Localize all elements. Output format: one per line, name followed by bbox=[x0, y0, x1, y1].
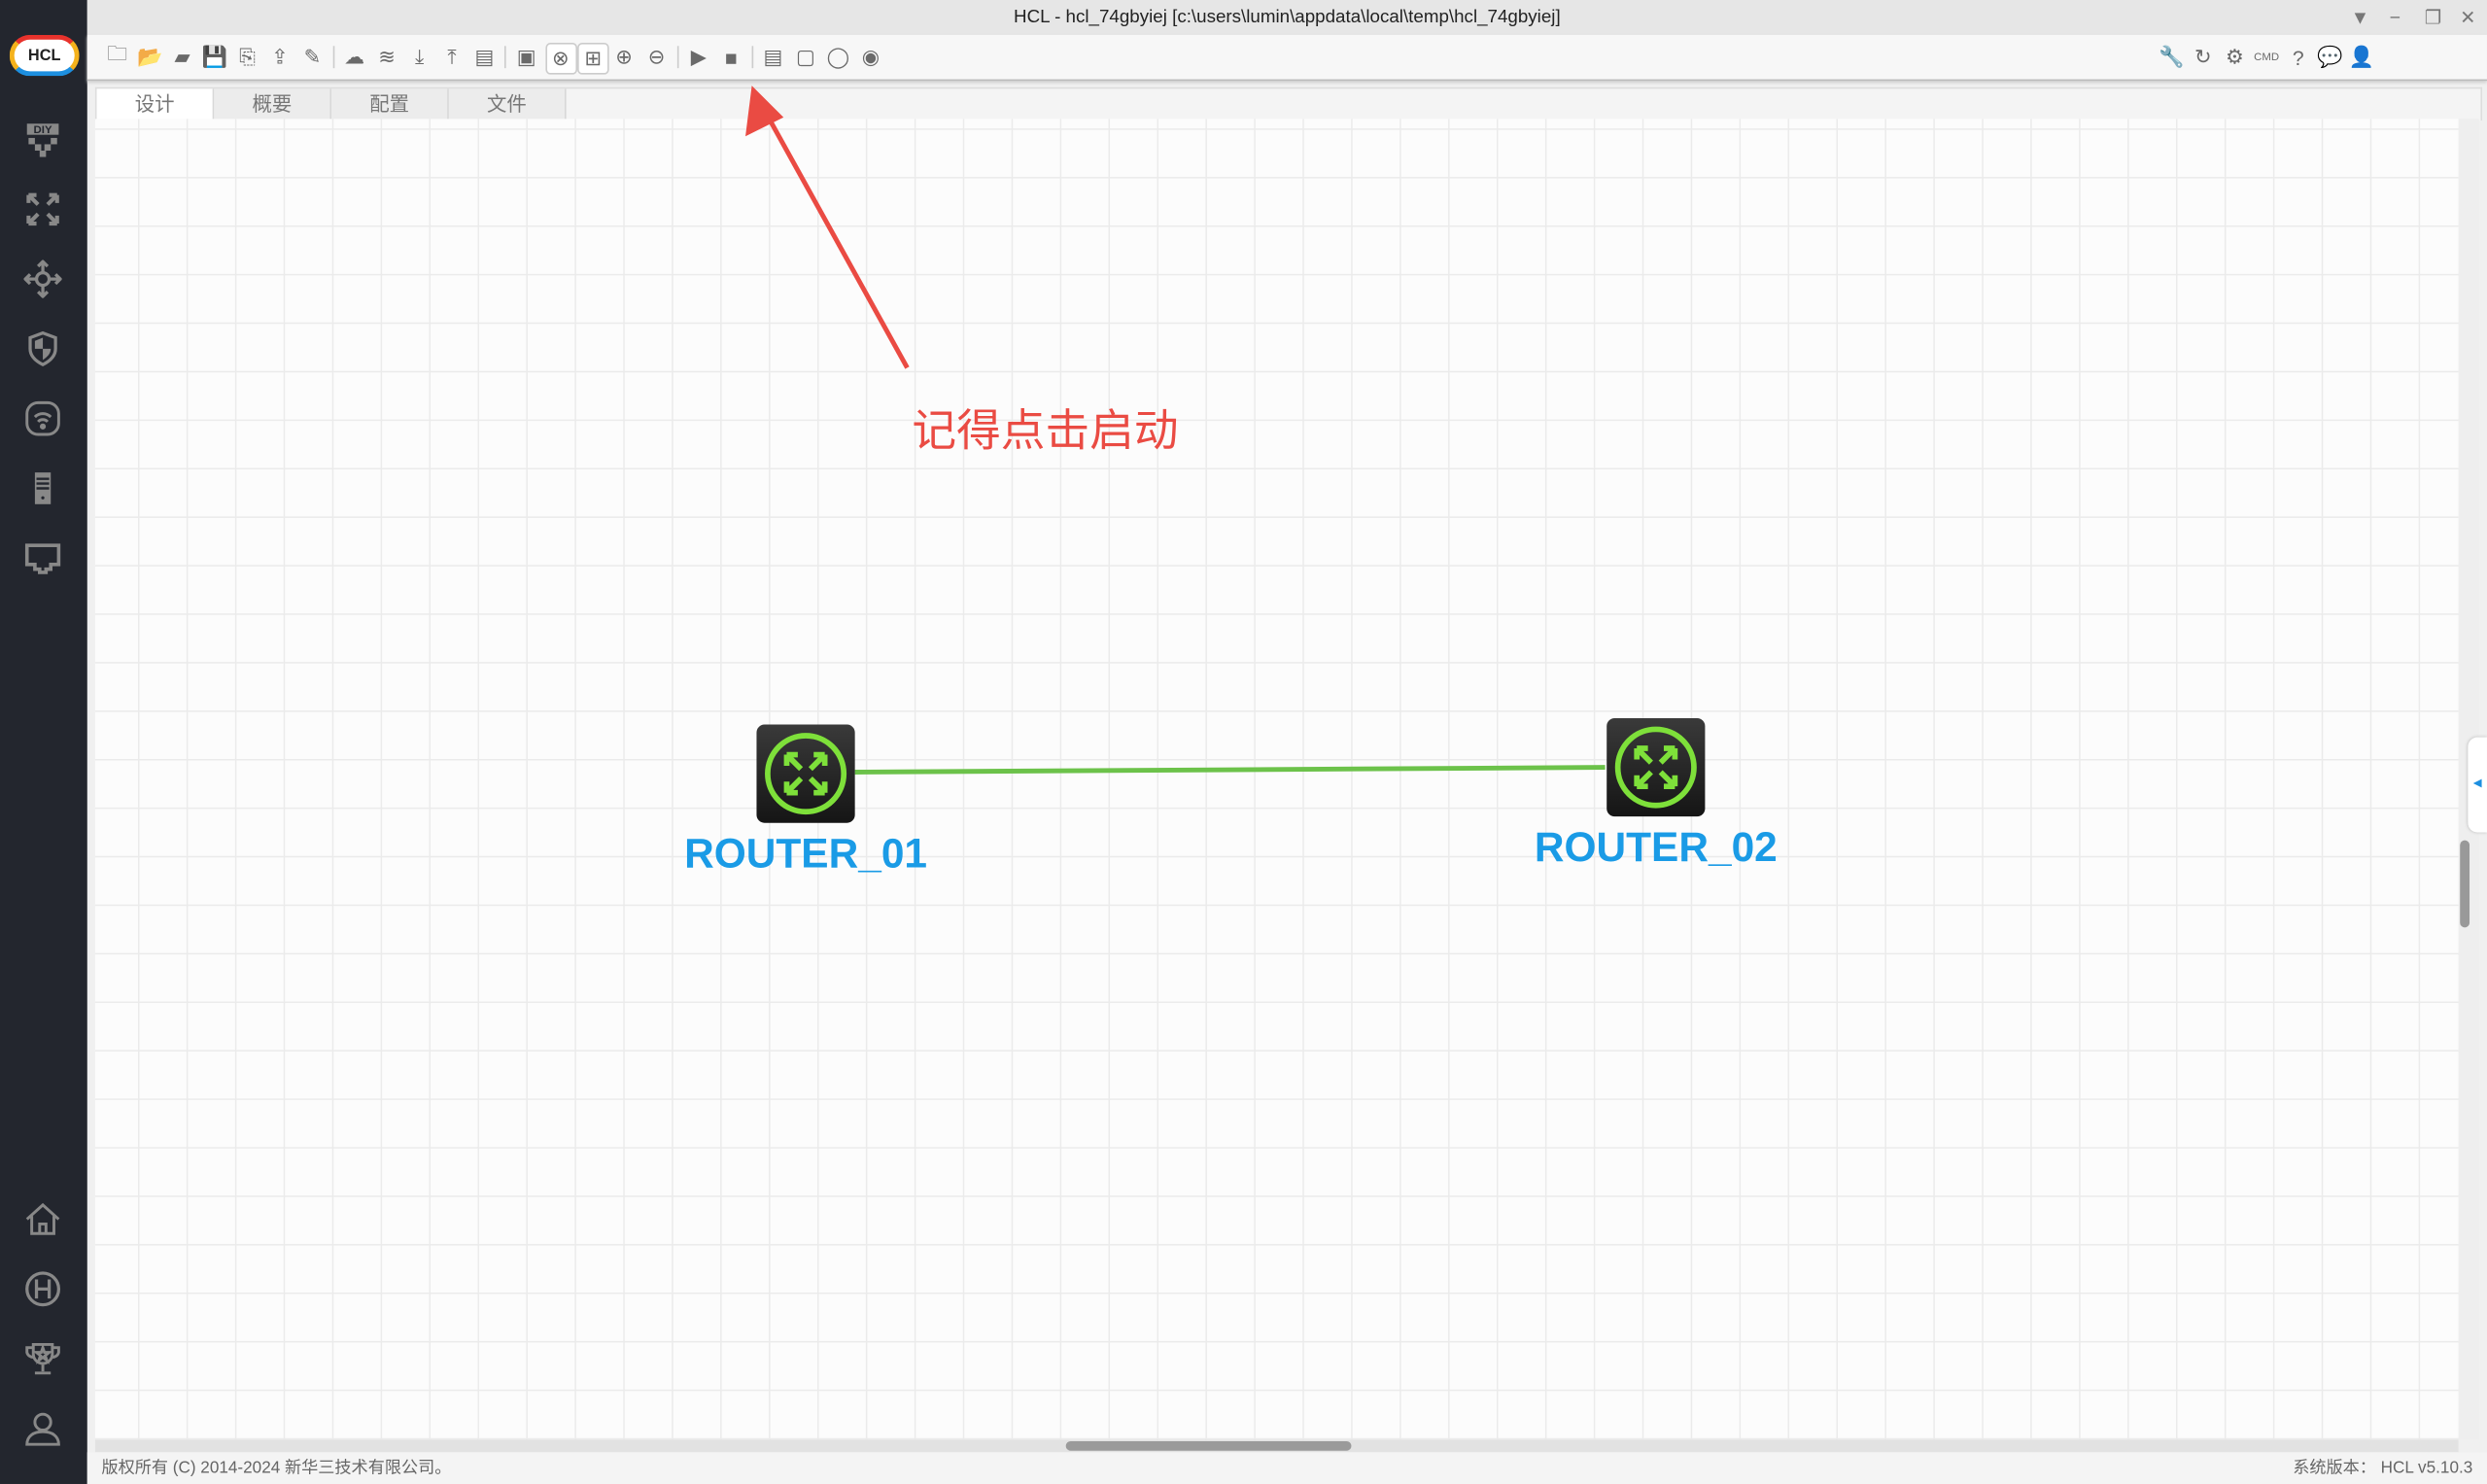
feedback-icon[interactable]: 👤 bbox=[2348, 44, 2375, 69]
open-project-icon[interactable]: 📂 bbox=[137, 44, 163, 69]
cloud-icon[interactable]: ☁ bbox=[344, 44, 365, 69]
title-bar: HCL - hcl_74gbyiej [c:\users\lumin\appda… bbox=[86, 0, 2487, 35]
zoom-out-icon[interactable]: ⊖ bbox=[647, 44, 666, 69]
server-category-icon[interactable] bbox=[20, 466, 65, 511]
save-icon[interactable]: 💾 bbox=[201, 44, 228, 69]
cmd-icon[interactable]: CMD bbox=[2254, 52, 2280, 63]
open-folder-icon[interactable]: ▰ bbox=[174, 44, 190, 69]
annotation-text: 记得点击启动 bbox=[912, 404, 1179, 457]
minimize-button[interactable]: − bbox=[2389, 6, 2401, 29]
firewall-category-icon[interactable] bbox=[20, 327, 65, 371]
status-bar: 版权所有 (C) 2014-2024 新华三技术有限公司。 系统版本： HCL … bbox=[86, 1452, 2487, 1484]
horizontal-scrollbar[interactable] bbox=[94, 1439, 2459, 1453]
h3c-icon[interactable] bbox=[20, 1266, 65, 1311]
hcl-logo: HCL bbox=[9, 34, 80, 77]
tab-files[interactable]: 文件 bbox=[448, 88, 567, 121]
layers-icon[interactable]: ≋ bbox=[378, 44, 397, 69]
toolbar-separator bbox=[676, 46, 678, 69]
toolbar-separator bbox=[503, 46, 506, 69]
tab-config[interactable]: 配置 bbox=[331, 88, 449, 121]
gear-icon[interactable]: ⚙ bbox=[2225, 44, 2244, 69]
sidebar: HCL DIY bbox=[0, 0, 87, 1484]
download-icon[interactable]: ⤓ bbox=[414, 44, 425, 69]
help-icon[interactable]: ? bbox=[2292, 45, 2304, 69]
start-icon[interactable]: ▶ bbox=[690, 44, 708, 69]
restore-button[interactable]: ❐ bbox=[2424, 6, 2442, 29]
device-view-icon[interactable]: ⊗ bbox=[544, 43, 577, 75]
user-icon[interactable] bbox=[20, 1406, 65, 1451]
toolbar-separator bbox=[750, 46, 753, 69]
svg-text:DIY: DIY bbox=[34, 124, 52, 136]
wireless-category-icon[interactable] bbox=[20, 397, 65, 441]
copyright-text: 版权所有 (C) 2014-2024 新华三技术有限公司。 bbox=[101, 1458, 452, 1478]
grid-view-icon[interactable]: ⊞ bbox=[577, 43, 609, 75]
vertical-scroll-thumb[interactable] bbox=[2460, 840, 2470, 928]
screenshot-icon[interactable]: ◉ bbox=[861, 44, 881, 69]
import-icon[interactable]: ⇪ bbox=[271, 44, 289, 69]
window-title: HCL - hcl_74gbyiej [c:\users\lumin\appda… bbox=[1014, 8, 1561, 27]
toolbar: 🗀 📂 ▰ 💾 ⎘ ⇪ ✎ ☁ ≋ ⤓ ⤒ ▤ ▣ ⊗⊞⊕ ⊖ ▶ ■ ▤ ▢ ◯ ◉ 👤💬? CMD ⚙ ↻ 🔧 bbox=[86, 34, 2487, 82]
wechat-icon[interactable]: 💬 bbox=[2317, 44, 2343, 69]
tab-overview[interactable]: 概要 bbox=[214, 88, 332, 121]
collapse-panel-toggle[interactable]: ◀ bbox=[2468, 737, 2487, 833]
zoom-in-icon[interactable]: ⊕ bbox=[615, 44, 634, 69]
add-ellipse-icon[interactable]: ◯ bbox=[826, 44, 850, 69]
home-icon[interactable] bbox=[20, 1197, 65, 1242]
log-icon[interactable]: ▤ bbox=[474, 44, 495, 69]
refresh-icon[interactable]: ↻ bbox=[2193, 44, 2212, 69]
trophy-icon[interactable] bbox=[20, 1336, 65, 1381]
upload-icon[interactable]: ⤒ bbox=[447, 44, 457, 69]
wrench-icon[interactable]: 🔧 bbox=[2158, 44, 2185, 69]
save-as-icon[interactable]: ⎘ bbox=[239, 44, 257, 69]
router-category-icon[interactable] bbox=[20, 188, 65, 232]
toolbar-separator bbox=[331, 46, 334, 69]
capture-icon[interactable]: ▣ bbox=[516, 44, 536, 69]
terminal-category-icon[interactable] bbox=[20, 535, 65, 580]
new-project-icon[interactable]: 🗀 bbox=[107, 41, 128, 65]
router-02-icon[interactable] bbox=[1606, 718, 1706, 817]
stop-icon[interactable]: ■ bbox=[724, 45, 738, 69]
switch-category-icon[interactable] bbox=[20, 257, 65, 301]
tab-design[interactable]: 设计 bbox=[96, 88, 215, 121]
tab-bar: 设计 概要 配置 文件 bbox=[94, 86, 2483, 121]
router-01-icon[interactable] bbox=[756, 724, 855, 823]
horizontal-scroll-thumb[interactable] bbox=[1065, 1440, 1352, 1451]
logo-text: HCL bbox=[27, 47, 61, 65]
topology-canvas[interactable] bbox=[94, 119, 2459, 1440]
add-rectangle-icon[interactable]: ▢ bbox=[796, 44, 816, 69]
version-text: 系统版本： HCL v5.10.3 bbox=[2293, 1458, 2473, 1478]
close-button[interactable]: ✕ bbox=[2460, 6, 2476, 29]
router-02-label[interactable]: ROUTER_02 bbox=[1534, 822, 1778, 871]
add-text-icon[interactable]: ▤ bbox=[763, 44, 783, 69]
edit-icon[interactable]: ✎ bbox=[303, 44, 322, 69]
diy-icon[interactable]: DIY bbox=[20, 118, 65, 162]
router-01-label[interactable]: ROUTER_01 bbox=[684, 829, 928, 878]
menu-dropdown-button[interactable]: ▼ bbox=[2350, 6, 2370, 29]
